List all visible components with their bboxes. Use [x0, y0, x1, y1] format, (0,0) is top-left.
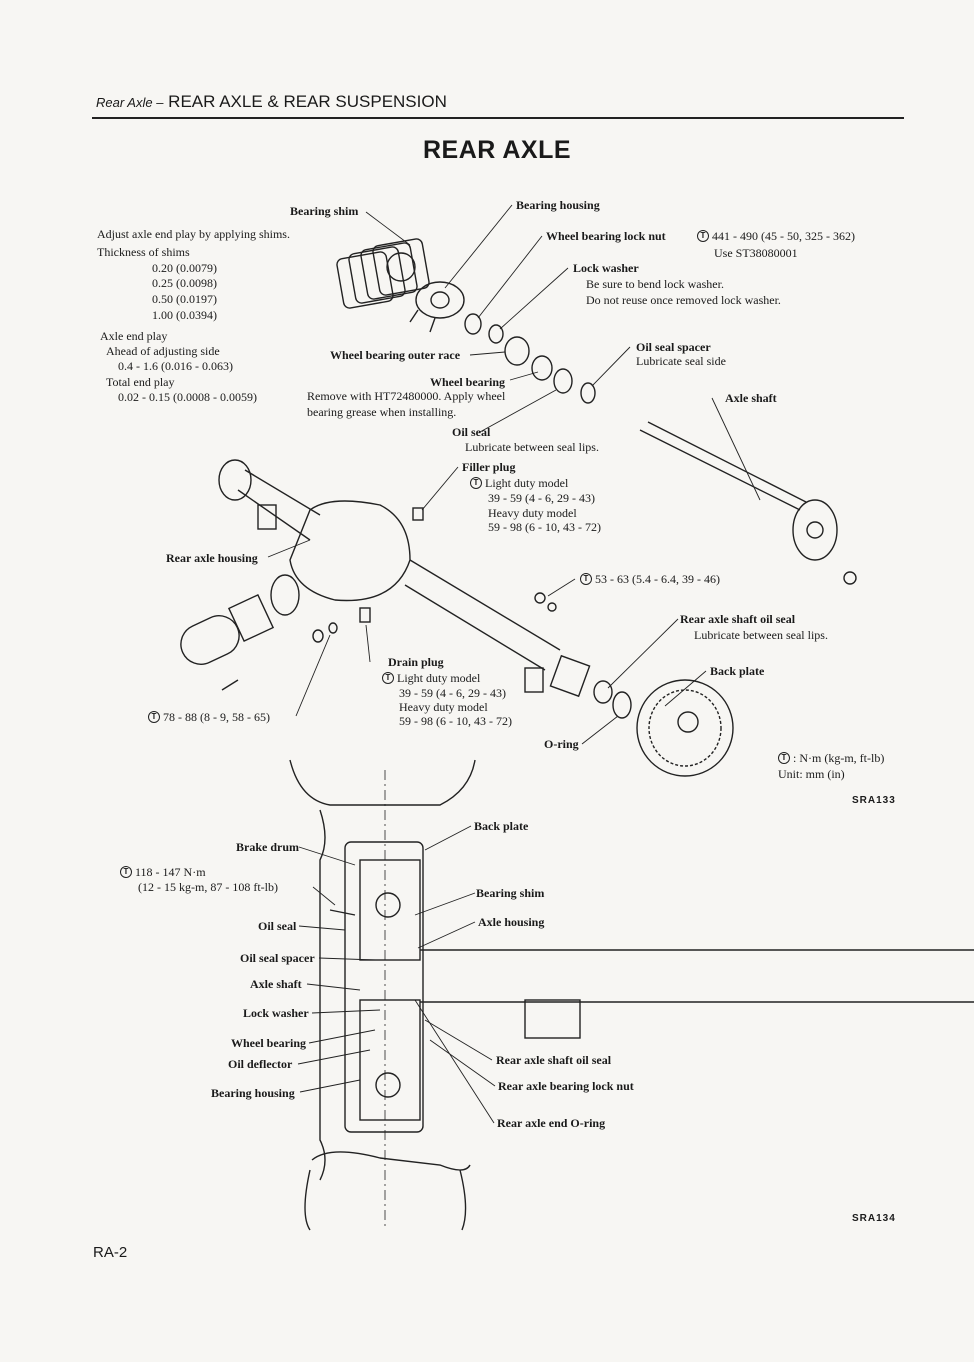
lock-nut-part	[464, 313, 482, 335]
rear-axle-housing-part	[218, 459, 591, 698]
filler-light-duty-value: 39 - 59 (4 - 6, 29 - 43)	[488, 491, 595, 505]
header-rule	[92, 117, 904, 119]
figure-code-2: SRA134	[852, 1213, 896, 1224]
pinion-flange-part	[180, 593, 275, 691]
drain-heavy-duty: Heavy duty model	[399, 700, 488, 714]
sv-label-bearing-shim: Bearing shim	[476, 886, 545, 900]
section-view-drawing	[289, 759, 974, 1231]
shaft-oil-seal-part	[593, 680, 613, 704]
label-wheel-bearing: Wheel bearing	[430, 375, 505, 389]
oil-seal-note: Lubricate between seal lips.	[465, 440, 599, 454]
oil-seal-spacer-part	[580, 382, 596, 404]
sv-label-brake-drum: Brake drum	[236, 840, 299, 854]
label-drain-plug: Drain plug	[388, 655, 444, 669]
o-ring-part	[612, 691, 632, 719]
header-title: REAR AXLE & REAR SUSPENSION	[168, 92, 447, 111]
label-outer-race: Wheel bearing outer race	[330, 348, 461, 362]
oil-seal-spacer-note: Lubricate seal side	[636, 354, 726, 368]
outer-race-part	[504, 336, 530, 366]
sv-label-back-plate: Back plate	[474, 819, 529, 833]
label-wheel-bearing-lock-nut: Wheel bearing lock nut	[546, 229, 666, 243]
page-number: RA-2	[93, 1244, 128, 1261]
total-label: Total end play	[106, 375, 175, 389]
wheel-bearing-note-2: bearing grease when installing.	[307, 405, 457, 419]
label-lock-washer: Lock washer	[573, 261, 639, 275]
bearing-housing-part	[409, 281, 465, 333]
drain-heavy-duty-value: 59 - 98 (6 - 10, 43 - 72)	[399, 714, 512, 728]
end-play-title: Axle end play	[100, 329, 168, 343]
sv-label-axle-shaft: Axle shaft	[250, 977, 302, 991]
drain-light-duty-value: 39 - 59 (4 - 6, 29 - 43)	[399, 686, 506, 700]
back-plate-part	[636, 679, 734, 777]
shim-intro: Adjust axle end play by applying shims.	[97, 227, 290, 241]
lock-washer-note-2: Do not reuse once removed lock washer.	[586, 293, 781, 307]
sv-label-lock-washer: Lock washer	[243, 1006, 309, 1020]
legend-units: T: N·m (kg-m, ft-lb)	[778, 751, 884, 766]
header-section: Rear Axle –	[96, 95, 164, 110]
torque-icon: T	[382, 672, 394, 685]
torque-icon: T	[697, 230, 709, 243]
wheel-bearing-part	[531, 355, 553, 381]
sv-label-oil-seal-spacer: Oil seal spacer	[240, 951, 315, 965]
axle-shaft-part	[639, 421, 857, 585]
label-bearing-housing: Bearing housing	[516, 198, 600, 212]
lock-nut-torque-value: 441 - 490 (45 - 50, 325 - 362)	[712, 229, 855, 243]
legend-unit: Unit: mm (in)	[778, 767, 845, 781]
ahead-value: 0.4 - 1.6 (0.016 - 0.063)	[118, 359, 233, 373]
thickness-1: 0.25 (0.0098)	[152, 276, 217, 290]
lock-nut-tool: Use ST38080001	[714, 246, 798, 260]
lock-washer-part	[488, 324, 504, 344]
label-back-plate: Back plate	[710, 664, 765, 678]
sv-label-shaft-oil-seal: Rear axle shaft oil seal	[496, 1053, 612, 1067]
page-title: REAR AXLE	[422, 136, 572, 164]
label-axle-shaft: Axle shaft	[725, 391, 777, 405]
label-rear-axle-housing: Rear axle housing	[166, 551, 258, 565]
torque-icon: T	[120, 866, 132, 879]
sv-label-axle-housing: Axle housing	[478, 915, 545, 929]
total-value: 0.02 - 0.15 (0.0008 - 0.0059)	[118, 390, 257, 404]
oil-seal-part	[553, 368, 573, 394]
thickness-2: 0.50 (0.0197)	[152, 292, 217, 306]
wheel-bearing-note-1: Remove with HT72480000. Apply wheel	[307, 389, 506, 403]
sv-label-bearing-lock-nut: Rear axle bearing lock nut	[498, 1079, 634, 1093]
lock-washer-note-1: Be sure to bend lock washer.	[586, 277, 724, 291]
sv-label-oil-seal: Oil seal	[258, 919, 297, 933]
thickness-title: Thickness of shims	[97, 245, 190, 259]
torque-icon: T	[148, 711, 160, 724]
figure-code-1: SRA133	[852, 795, 896, 806]
label-shaft-oil-seal: Rear axle shaft oil seal	[680, 612, 796, 626]
torque-icon: T	[580, 573, 592, 586]
shaft-oil-seal-note: Lubricate between seal lips.	[694, 628, 828, 642]
filler-heavy-duty-value: 59 - 98 (6 - 10, 43 - 72)	[488, 520, 601, 534]
label-filler-plug: Filler plug	[462, 460, 516, 474]
label-oil-seal-spacer: Oil seal spacer	[636, 340, 711, 354]
torque-icon: T	[470, 477, 482, 490]
label-bearing-shim: Bearing shim	[290, 204, 359, 218]
torque-icon: T	[778, 752, 790, 765]
label-o-ring: O-ring	[544, 737, 579, 751]
sv-label-bearing-housing: Bearing housing	[211, 1086, 295, 1100]
page-header: Rear Axle – REAR AXLE & REAR SUSPENSION	[96, 92, 447, 112]
sv-label-oil-deflector: Oil deflector	[228, 1057, 293, 1071]
sv-torque-2: (12 - 15 kg-m, 87 - 108 ft-lb)	[138, 880, 278, 894]
sv-label-wheel-bearing: Wheel bearing	[231, 1036, 306, 1050]
filler-heavy-duty: Heavy duty model	[488, 506, 577, 520]
sv-label-end-o-ring: Rear axle end O-ring	[497, 1116, 606, 1130]
leader-lines	[267, 204, 761, 745]
ahead-label: Ahead of adjusting side	[106, 344, 220, 358]
thickness-0: 0.20 (0.0079)	[152, 261, 217, 275]
label-oil-seal: Oil seal	[452, 425, 491, 439]
thickness-3: 1.00 (0.0394)	[152, 308, 217, 322]
bearing-shim-stack	[336, 238, 430, 309]
